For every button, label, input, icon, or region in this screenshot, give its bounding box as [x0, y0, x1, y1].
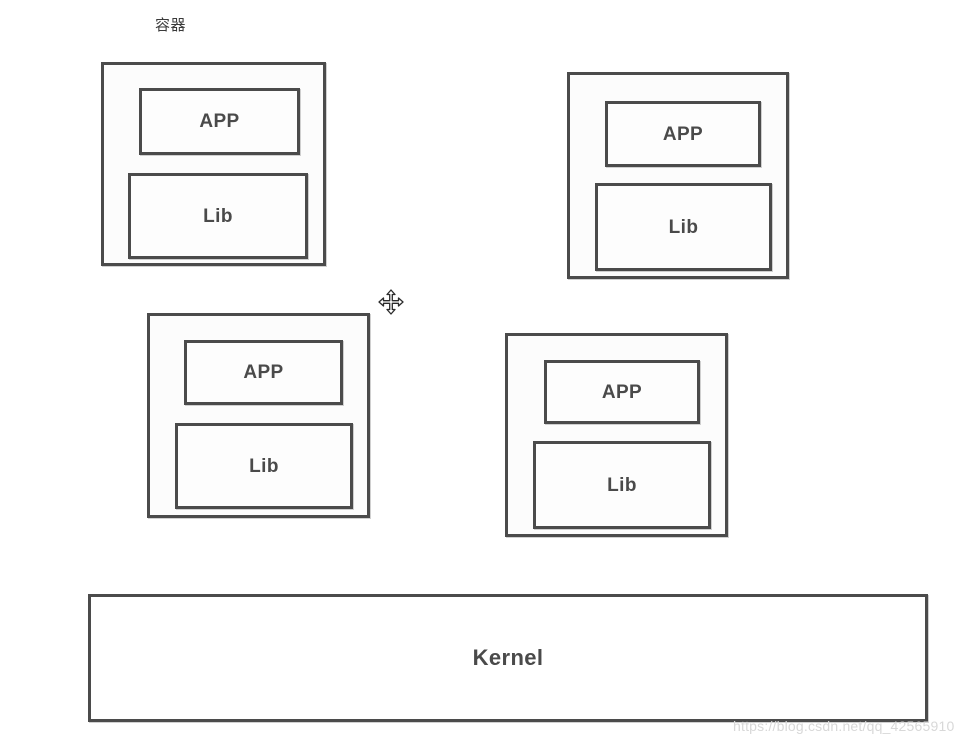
app-label-3: APP: [243, 362, 284, 383]
lib-box-2: Lib: [595, 183, 772, 271]
app-box-2: APP: [605, 101, 761, 167]
container-box-3: APP Lib: [147, 313, 370, 518]
lib-box-1: Lib: [128, 173, 308, 259]
app-label-1: APP: [199, 111, 240, 132]
kernel-label: Kernel: [472, 645, 544, 670]
kernel-box: Kernel: [88, 594, 928, 722]
lib-label-3: Lib: [249, 455, 279, 477]
lib-box-3: Lib: [175, 423, 353, 509]
lib-label-1: Lib: [203, 205, 233, 227]
app-label-4: APP: [601, 381, 643, 403]
lib-label-2: Lib: [668, 216, 699, 238]
app-label-2: APP: [662, 123, 704, 145]
container-box-1: APP Lib: [101, 62, 326, 266]
app-box-3: APP: [184, 340, 343, 405]
lib-label-4: Lib: [607, 474, 637, 496]
watermark-text: https://blog.csdn.net/qq_42565910: [733, 718, 955, 734]
container-box-2: APP Lib: [567, 72, 789, 279]
app-box-4: APP: [544, 360, 700, 424]
lib-box-4: Lib: [533, 441, 711, 529]
container-box-4: APP Lib: [505, 333, 728, 537]
app-box-1: APP: [139, 88, 300, 155]
move-cursor-icon: [378, 289, 404, 315]
diagram-title-label: 容器: [155, 17, 187, 34]
